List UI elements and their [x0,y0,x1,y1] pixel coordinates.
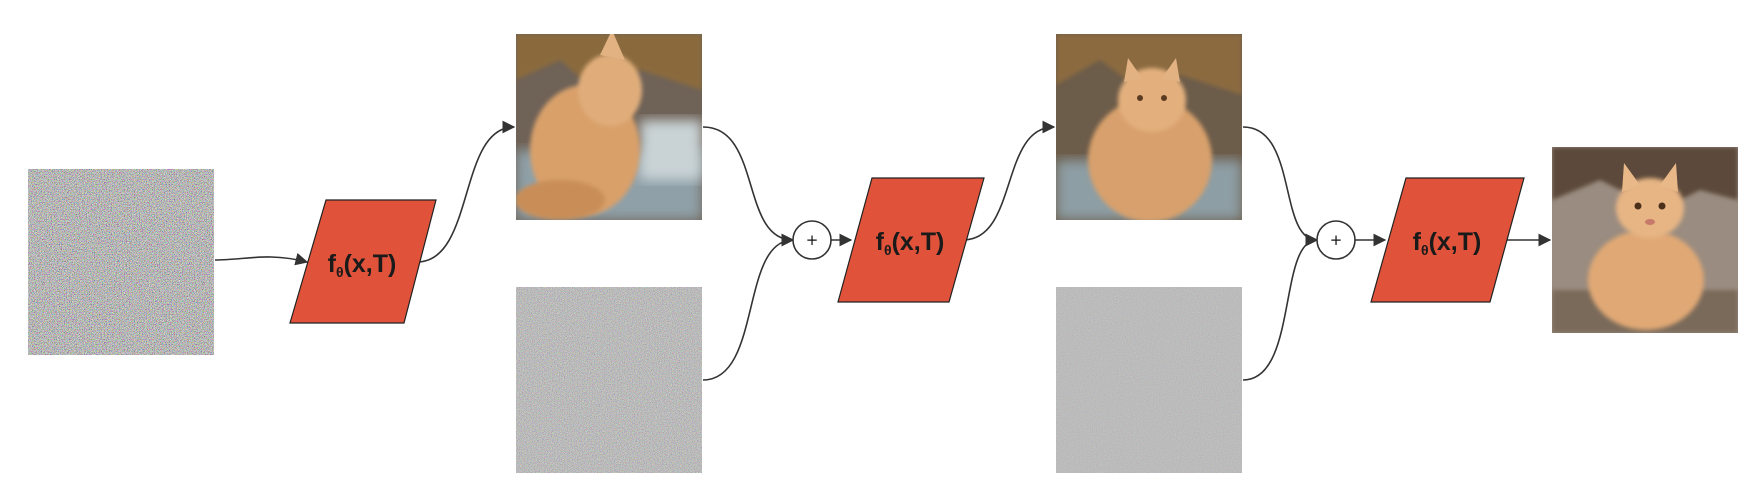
model-block-1: fθ(x,T) [289,199,437,324]
svg-text:fθ(x,T): fθ(x,T) [328,250,397,280]
model-block-2: fθ(x,T) [837,177,985,303]
svg-text:fθ(x,T): fθ(x,T) [1413,228,1482,258]
edge-noise-to-model-1 [214,252,309,266]
edge-model-2-to-image-2 [962,120,1056,241]
intermediate-image-1 [516,34,702,220]
model-block-3: fθ(x,T) [1370,177,1525,303]
model-theta: θ [884,242,892,258]
model-args: (x,T) [892,228,945,256]
noise-image-initial [28,169,214,355]
svg-text:fθ(x,T): fθ(x,T) [876,228,945,258]
model-args: (x,T) [1429,228,1482,256]
adder-symbol: + [1330,231,1343,249]
model-args: (x,T) [344,250,397,278]
edge-noise-2-to-adder-2 [1242,233,1319,381]
model-f: f [876,228,885,256]
edge-image-2-to-adder-2 [1242,126,1319,247]
adder-node-1: + [792,220,832,260]
model-theta: θ [1421,242,1429,258]
edge-model-1-to-image-1 [416,120,516,263]
model-f: f [1413,228,1422,256]
model-f: f [328,250,337,278]
noise-image-step-2 [1056,287,1242,473]
output-image [1552,147,1738,333]
adder-symbol: + [806,231,819,249]
noise-image-step-1 [516,287,702,473]
edge-image-1-to-adder-1 [702,126,795,247]
model-theta: θ [336,264,344,280]
adder-node-2: + [1316,220,1356,260]
edge-noise-1-to-adder-1 [702,233,795,381]
intermediate-image-2 [1056,34,1242,220]
